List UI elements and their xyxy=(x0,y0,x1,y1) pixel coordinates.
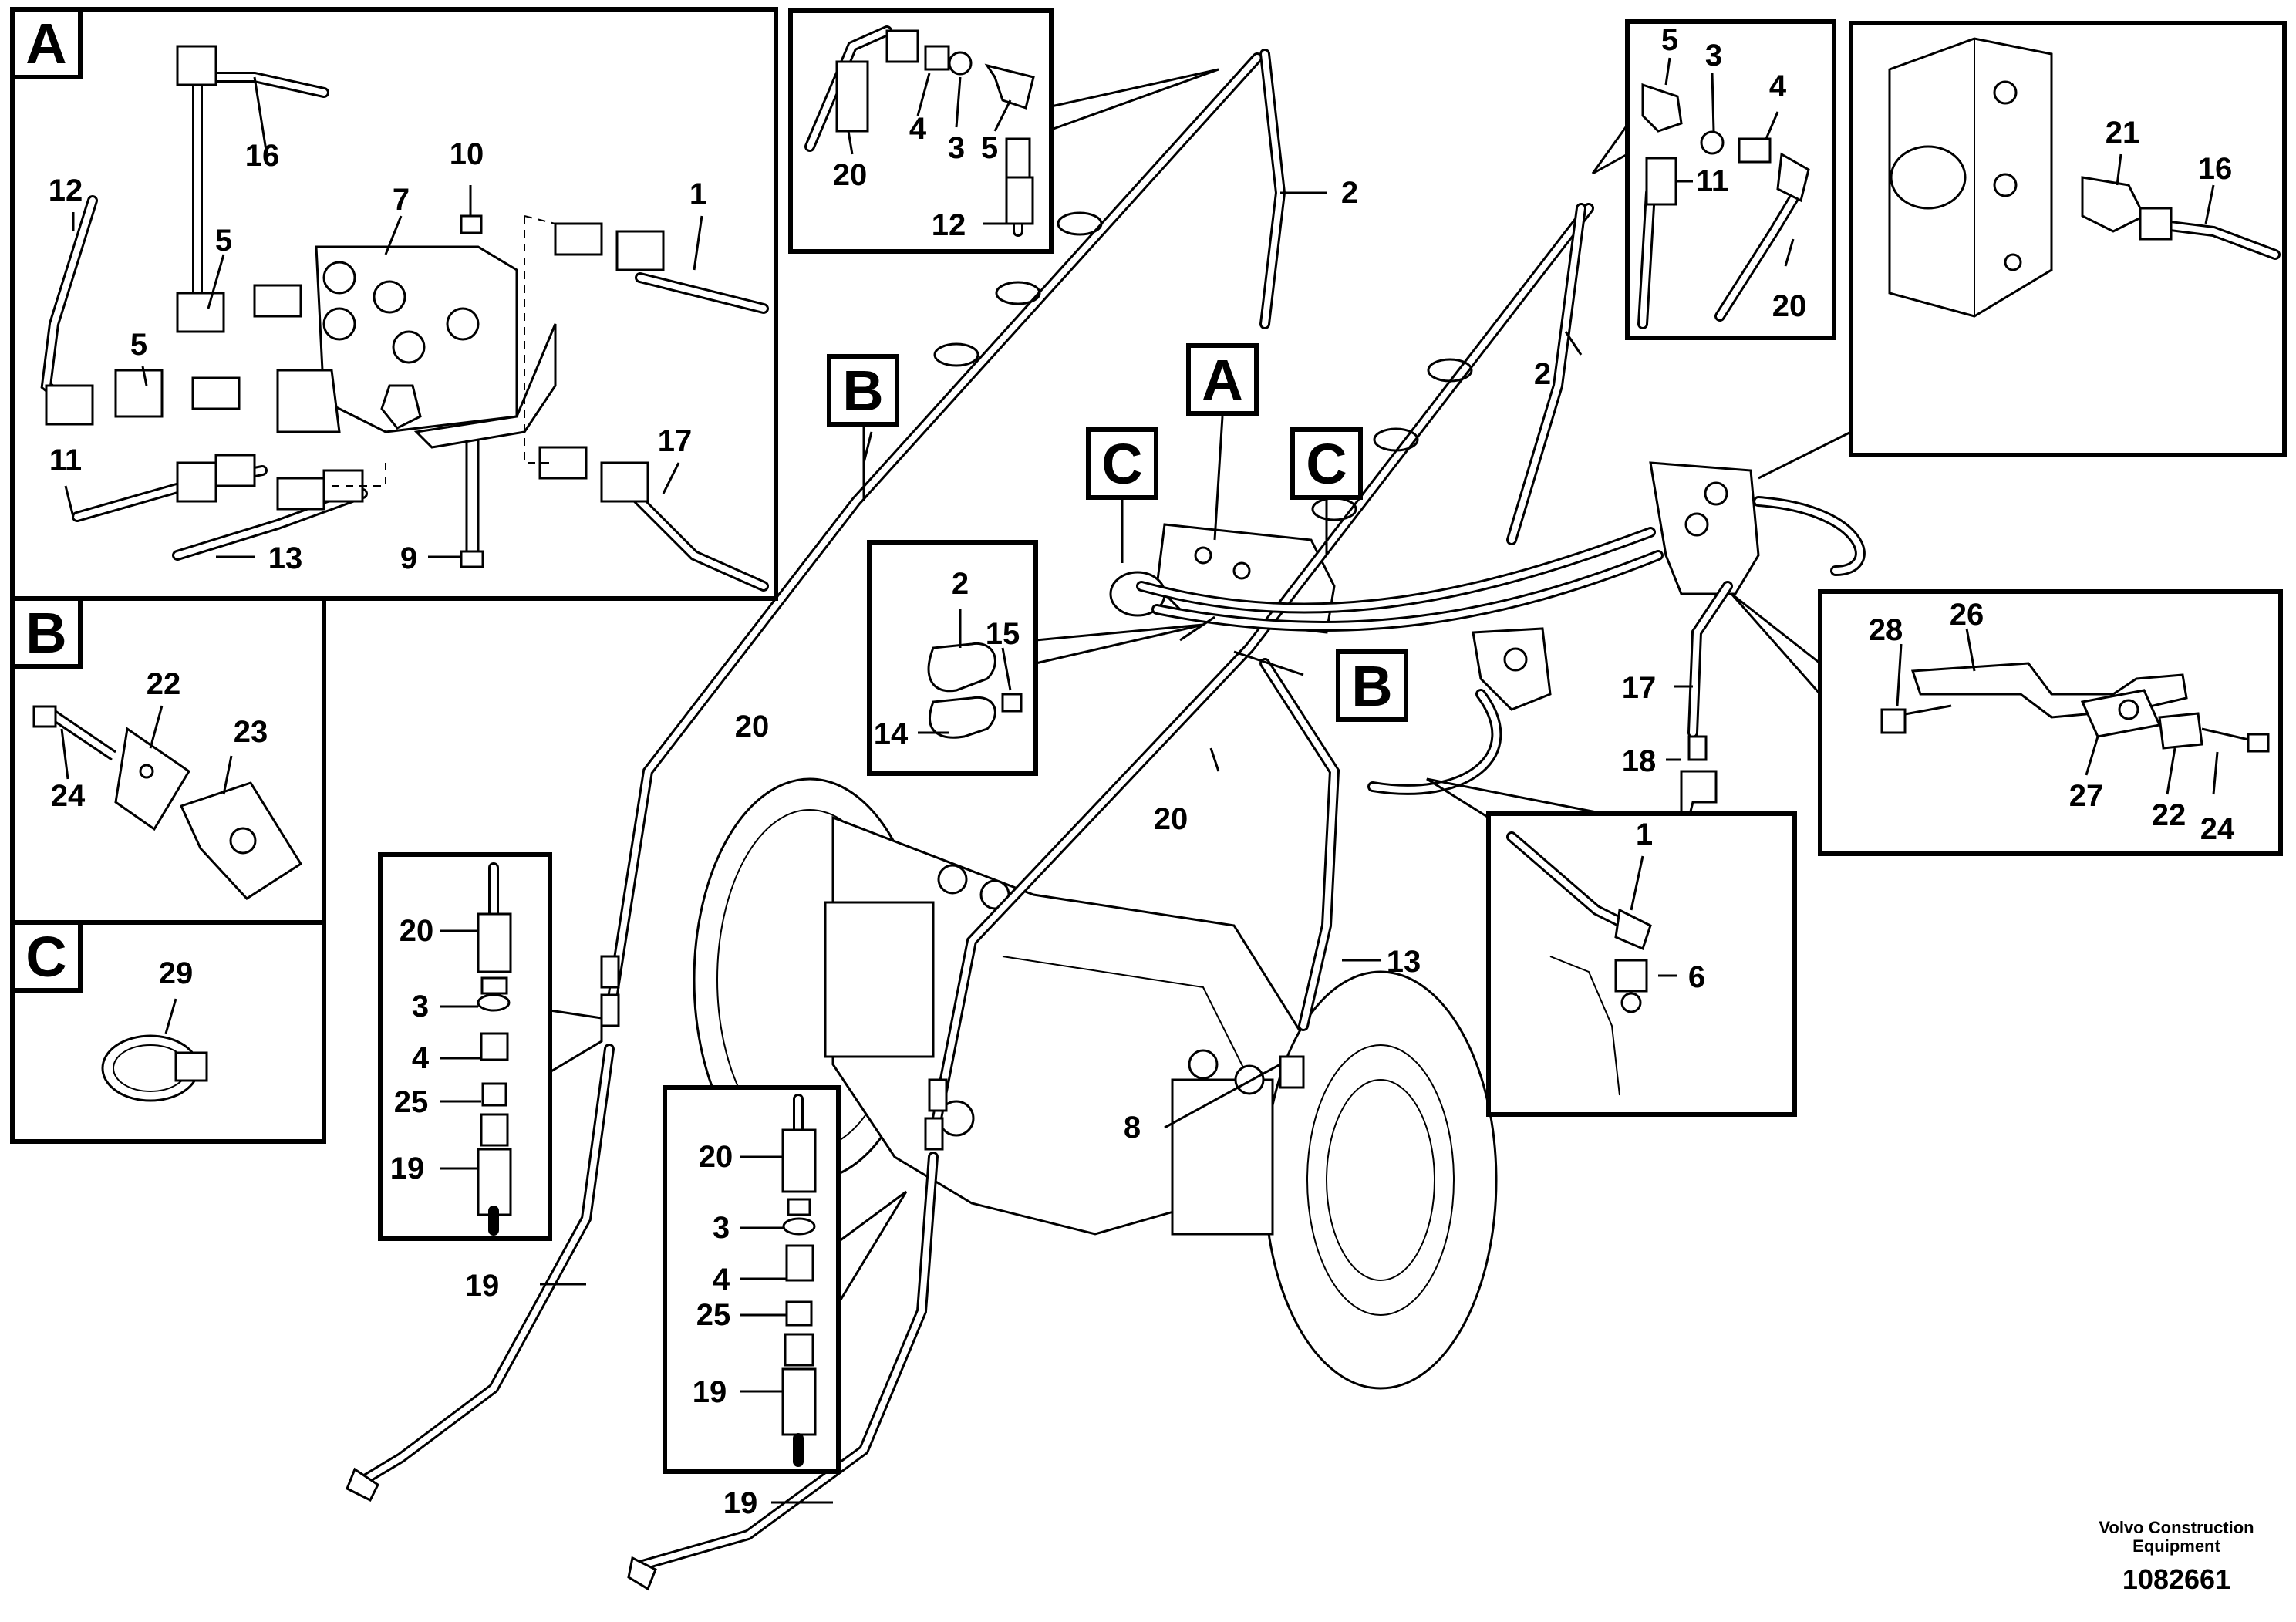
callout-5-a1: 5 xyxy=(215,224,232,258)
c-marker-right-tag: C xyxy=(1306,432,1347,496)
callout-19-fl: 19 xyxy=(390,1152,425,1185)
callout-19-fc: 19 xyxy=(693,1375,727,1409)
leader-lines xyxy=(540,191,1693,1504)
callout-5-a2: 5 xyxy=(130,328,147,362)
detail-clip xyxy=(867,540,1204,776)
callout-4-fc: 4 xyxy=(713,1263,730,1297)
callout-1-a: 1 xyxy=(689,177,706,211)
callout-25-fc: 25 xyxy=(696,1298,731,1332)
callout-10: 10 xyxy=(450,137,484,171)
b-marker-left-tag: B xyxy=(842,359,883,423)
callout-2-top: 2 xyxy=(1341,176,1358,210)
callout-12-a: 12 xyxy=(49,174,83,207)
detail-top-center xyxy=(788,8,1219,254)
callout-24-b: 24 xyxy=(51,779,86,813)
callout-6: 6 xyxy=(1688,960,1705,994)
callout-29: 29 xyxy=(159,956,194,990)
a-marker-tag: A xyxy=(1202,348,1242,412)
callout-23: 23 xyxy=(234,715,268,749)
callout-20-left: 20 xyxy=(735,710,770,744)
callout-14: 14 xyxy=(874,717,909,751)
callout-4-tc: 4 xyxy=(909,112,927,146)
detail-a-panel: A xyxy=(10,7,778,601)
callout-7: 7 xyxy=(393,183,410,217)
callout-22-b: 22 xyxy=(147,667,181,701)
callout-2-right: 2 xyxy=(1534,357,1551,391)
detail-b-panel: B xyxy=(10,596,326,925)
detail-a-tag: A xyxy=(25,12,66,76)
c-marker-left-tag: C xyxy=(1101,432,1142,496)
callout-21: 21 xyxy=(2106,116,2140,150)
hose-clamps xyxy=(933,211,1473,521)
callout-22-br: 22 xyxy=(2152,798,2186,832)
callout-3-tc: 3 xyxy=(948,131,965,165)
callout-27: 27 xyxy=(2069,779,2104,813)
callout-11-tr: 11 xyxy=(1696,164,1728,198)
b-marker-right-tag: B xyxy=(1351,654,1392,718)
detail-bracket xyxy=(1730,589,2283,856)
callout-20-fl: 20 xyxy=(400,914,434,948)
detail-far-right xyxy=(1758,21,2287,480)
axle-assembly xyxy=(693,777,1498,1390)
a-marker: A xyxy=(1186,343,1259,416)
callout-1-cn: 1 xyxy=(1636,818,1653,851)
callout-8: 8 xyxy=(1124,1111,1141,1145)
callout-24-br: 24 xyxy=(2200,812,2235,846)
callout-13-a: 13 xyxy=(268,541,303,575)
callout-3-fl: 3 xyxy=(412,990,429,1023)
callout-12-tc: 12 xyxy=(932,208,966,242)
callout-20-tc: 20 xyxy=(833,158,868,192)
callout-9: 9 xyxy=(400,541,417,575)
callout-28: 28 xyxy=(1869,613,1903,647)
end-fittings xyxy=(346,735,1718,1591)
b-marker-right: B xyxy=(1336,649,1408,722)
company-name-line1: Volvo Construction xyxy=(2099,1518,2254,1537)
callout-20-center: 20 xyxy=(1154,802,1188,836)
callout-5-tr: 5 xyxy=(1661,23,1678,57)
callout-25-fl: 25 xyxy=(394,1085,429,1119)
b-marker-left: B xyxy=(827,354,899,427)
company-name-line2: Equipment xyxy=(2132,1536,2220,1556)
callout-20-tr: 20 xyxy=(1772,289,1807,323)
callout-3-tr: 3 xyxy=(1705,39,1722,73)
callout-19-left: 19 xyxy=(465,1269,500,1303)
footer-credit: Volvo Construction Equipment 1082661 xyxy=(2099,1518,2254,1595)
callout-5-tc: 5 xyxy=(981,131,998,165)
callout-20-fc: 20 xyxy=(699,1140,733,1174)
callout-17-main: 17 xyxy=(1622,671,1657,705)
detail-top-right xyxy=(1591,19,1836,340)
mount-bracket xyxy=(1472,627,1552,711)
callout-16-fr: 16 xyxy=(2198,152,2233,186)
callout-3-fc: 3 xyxy=(713,1211,730,1245)
callout-17-a: 17 xyxy=(658,424,693,458)
callout-4-fl: 4 xyxy=(412,1041,430,1075)
detail-connector xyxy=(1426,777,1797,1117)
right-valve-block xyxy=(1649,461,1760,595)
callout-labels: 16 7 10 1 12 5 5 17 11 13 9 22 23 24 29 … xyxy=(49,23,2235,1520)
callout-2-clip: 2 xyxy=(952,567,969,601)
callout-19-center: 19 xyxy=(723,1486,758,1520)
callout-4-tr: 4 xyxy=(1769,69,1787,103)
c-marker-right: C xyxy=(1290,427,1363,500)
c-marker-left: C xyxy=(1086,427,1158,500)
callout-18: 18 xyxy=(1622,744,1657,778)
callout-13: 13 xyxy=(1387,945,1421,979)
callout-26: 26 xyxy=(1950,598,1984,632)
callout-16-a: 16 xyxy=(245,139,280,173)
detail-fitting-center xyxy=(663,1085,908,1474)
drawing-number: 1082661 xyxy=(2122,1563,2230,1595)
detail-b-tag: B xyxy=(25,601,66,665)
callout-15: 15 xyxy=(986,617,1020,651)
detail-c-panel: C xyxy=(10,920,326,1144)
detail-fitting-left xyxy=(378,852,603,1241)
detail-c-tag: C xyxy=(25,925,66,989)
callout-11-a: 11 xyxy=(49,443,82,477)
